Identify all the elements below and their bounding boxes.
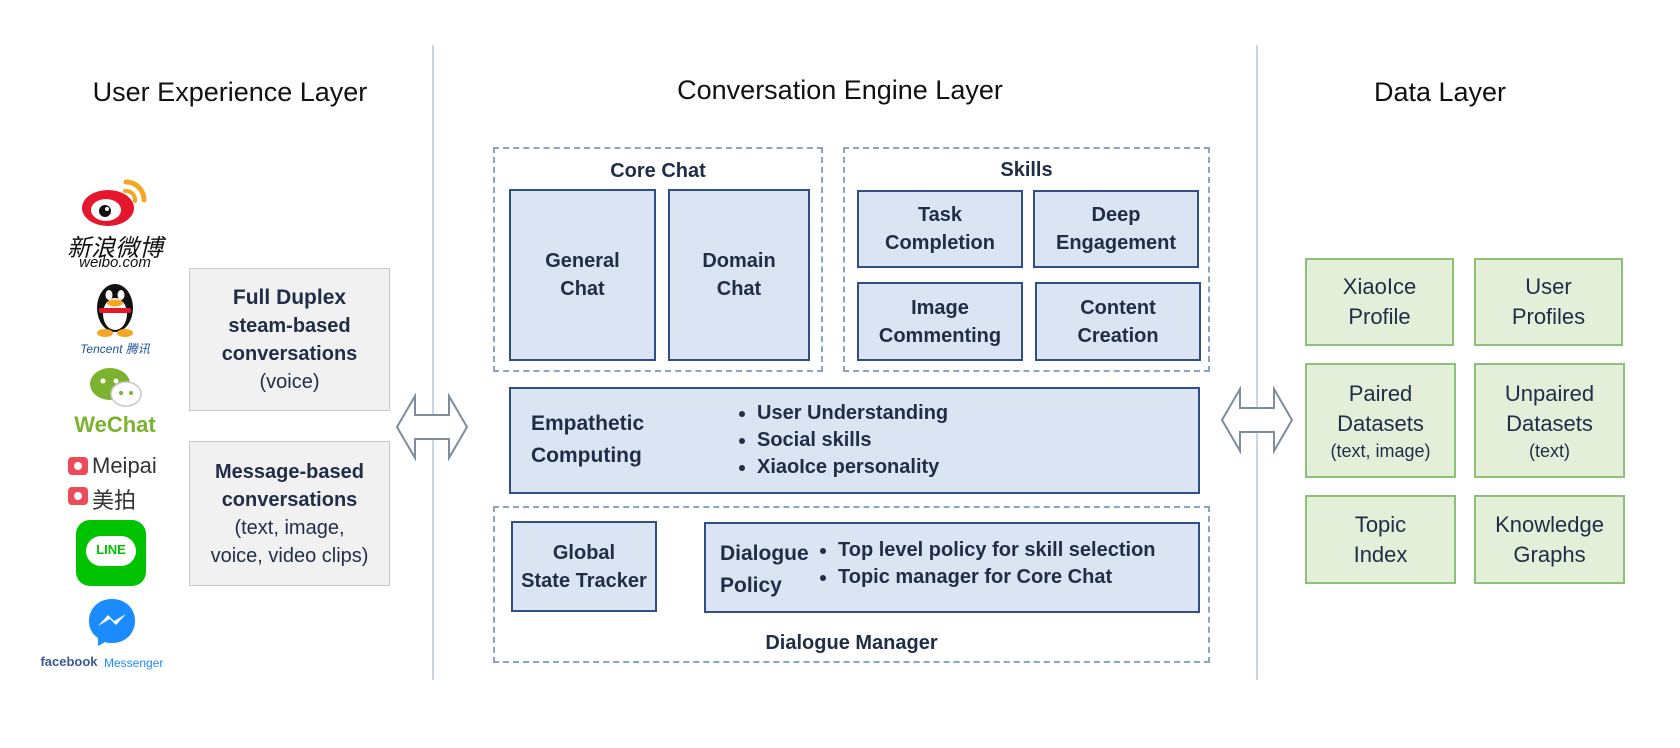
- user-line2: Profiles: [1511, 304, 1586, 329]
- message-line3: (text, image,: [234, 516, 345, 539]
- topic-line2: Index: [1353, 541, 1408, 567]
- unpaired-datasets-box: Unpaired Datasets (text): [1474, 363, 1625, 478]
- topic-line1: Topic: [1354, 511, 1407, 537]
- wechat-label: WeChat: [74, 412, 156, 437]
- left-double-arrow-icon: [395, 393, 469, 461]
- xiaoice-profile-box: XiaoIce Profile: [1305, 258, 1454, 346]
- line-icon: LINE: [76, 520, 146, 586]
- domain-chat-line1: Domain: [702, 250, 776, 272]
- policy-line2: Policy: [720, 574, 782, 597]
- domain-chat-box: Domain Chat: [668, 189, 810, 361]
- full-duplex-line2: conversations: [221, 342, 358, 365]
- deep-line1: Deep: [1091, 204, 1141, 226]
- user-profiles-box: User Profiles: [1474, 258, 1623, 346]
- tracker-line1: Global: [552, 541, 616, 564]
- line-label: LINE: [96, 542, 126, 557]
- wechat-icon: [90, 368, 142, 407]
- message-line4: voice, video clips): [210, 544, 369, 567]
- empathetic-computing-box: Empathetic Computing User Understanding …: [509, 387, 1200, 494]
- full-duplex-line3: (voice): [259, 370, 320, 393]
- core-chat-title: Core Chat: [610, 160, 706, 182]
- data-layer-title: Data Layer: [1373, 77, 1507, 107]
- empathetic-title: Empathetic Computing: [531, 408, 691, 472]
- image-line2: Commenting: [878, 324, 1002, 347]
- meipai-cn-label: 美拍: [92, 488, 137, 513]
- topic-index-box: Topic Index: [1305, 495, 1456, 584]
- unpaired-line2: Datasets: [1506, 410, 1593, 436]
- empathetic-title-line2: Computing: [531, 444, 642, 467]
- right-double-arrow-icon: [1220, 386, 1294, 454]
- empathetic-bullet: XiaoIce personality: [757, 454, 948, 481]
- empathetic-title-line1: Empathetic: [531, 412, 645, 435]
- knowledge-line2: Graphs: [1513, 541, 1586, 567]
- skills-title: Skills: [1000, 159, 1053, 181]
- dialogue-policy-bullets: Top level policy for skill selection Top…: [814, 537, 1156, 591]
- deep-engagement-box: Deep Engagement: [1033, 190, 1199, 268]
- policy-bullet: Top level policy for skill selection: [838, 537, 1156, 564]
- content-line2: Creation: [1077, 324, 1159, 347]
- task-line2: Completion: [885, 232, 995, 254]
- dialogue-manager-title: Dialogue Manager: [765, 632, 938, 654]
- tencent-penguin-icon: [97, 284, 133, 337]
- full-duplex-line1: steam-based: [228, 314, 351, 337]
- task-completion-box: Task Completion: [857, 190, 1023, 268]
- deep-line2: Engagement: [1055, 232, 1177, 254]
- dialogue-manager-group: [493, 506, 1210, 663]
- message-title-line2: conversations: [221, 488, 358, 511]
- global-state-tracker-box: Global State Tracker: [511, 521, 657, 612]
- dialogue-policy-title: Dialogue Policy: [720, 538, 830, 602]
- content-line1: Content: [1080, 296, 1156, 319]
- general-chat-line2: Chat: [560, 278, 605, 300]
- meipai-icon-2: [68, 487, 88, 505]
- full-duplex-box: Full Duplex steam-based conversations (v…: [189, 268, 390, 411]
- empathetic-bullet: User Understanding: [757, 400, 948, 427]
- paired-datasets-box: Paired Datasets (text, image): [1305, 363, 1456, 478]
- tracker-line2: State Tracker: [521, 569, 647, 592]
- messenger-label: Messenger: [104, 656, 164, 670]
- general-chat-box: General Chat: [509, 189, 656, 361]
- user-line1: User: [1525, 274, 1572, 299]
- core-chat-group: [493, 147, 823, 372]
- meipai-en-label: Meipai: [92, 453, 157, 478]
- skills-group: [843, 147, 1210, 372]
- full-duplex-title: Full Duplex: [232, 285, 347, 309]
- conversation-engine-layer-title: Conversation Engine Layer: [677, 75, 1003, 105]
- user-experience-layer-title: User Experience Layer: [92, 77, 368, 107]
- empathetic-bullets: User Understanding Social skills XiaoIce…: [733, 400, 948, 481]
- facebook-label: facebook: [40, 654, 98, 669]
- left-layer-divider: [432, 45, 434, 680]
- dialogue-policy-box: Dialogue Policy Top level policy for ski…: [704, 522, 1200, 613]
- domain-chat-line2: Chat: [716, 278, 762, 300]
- xiaoice-line2: Profile: [1348, 304, 1411, 329]
- right-layer-divider: [1256, 45, 1258, 680]
- message-title-line1: Message-based: [215, 460, 364, 483]
- policy-bullet: Topic manager for Core Chat: [838, 564, 1156, 591]
- weibo-icon: [82, 179, 147, 226]
- content-creation-box: Content Creation: [1035, 282, 1201, 361]
- paired-sub: (text, image): [1330, 440, 1431, 461]
- message-based-box: Message-based conversations (text, image…: [189, 441, 390, 586]
- image-line1: Image: [911, 296, 969, 319]
- knowledge-graphs-box: Knowledge Graphs: [1474, 495, 1625, 584]
- unpaired-line1: Unpaired: [1504, 380, 1595, 406]
- unpaired-sub: (text): [1528, 440, 1570, 461]
- weibo-cn-label: 新浪微博: [67, 235, 163, 262]
- tencent-label: Tencent 腾讯: [80, 342, 150, 356]
- meipai-icon: [68, 457, 88, 475]
- image-commenting-box: Image Commenting: [857, 282, 1023, 361]
- task-line1: Task: [917, 204, 963, 226]
- policy-line1: Dialogue: [720, 542, 809, 565]
- messenger-icon: [89, 599, 135, 646]
- paired-line2: Datasets: [1337, 410, 1424, 436]
- general-chat-line1: General: [545, 250, 620, 272]
- xiaoice-line1: XiaoIce: [1342, 274, 1417, 299]
- paired-line1: Paired: [1348, 380, 1413, 406]
- platform-logos: 新浪微博 weibo.com Tencent 腾讯 WeChat Meipai …: [40, 170, 190, 680]
- empathetic-bullet: Social skills: [757, 427, 948, 454]
- weibo-en-label: weibo.com: [79, 254, 151, 271]
- knowledge-line1: Knowledge: [1495, 511, 1604, 537]
